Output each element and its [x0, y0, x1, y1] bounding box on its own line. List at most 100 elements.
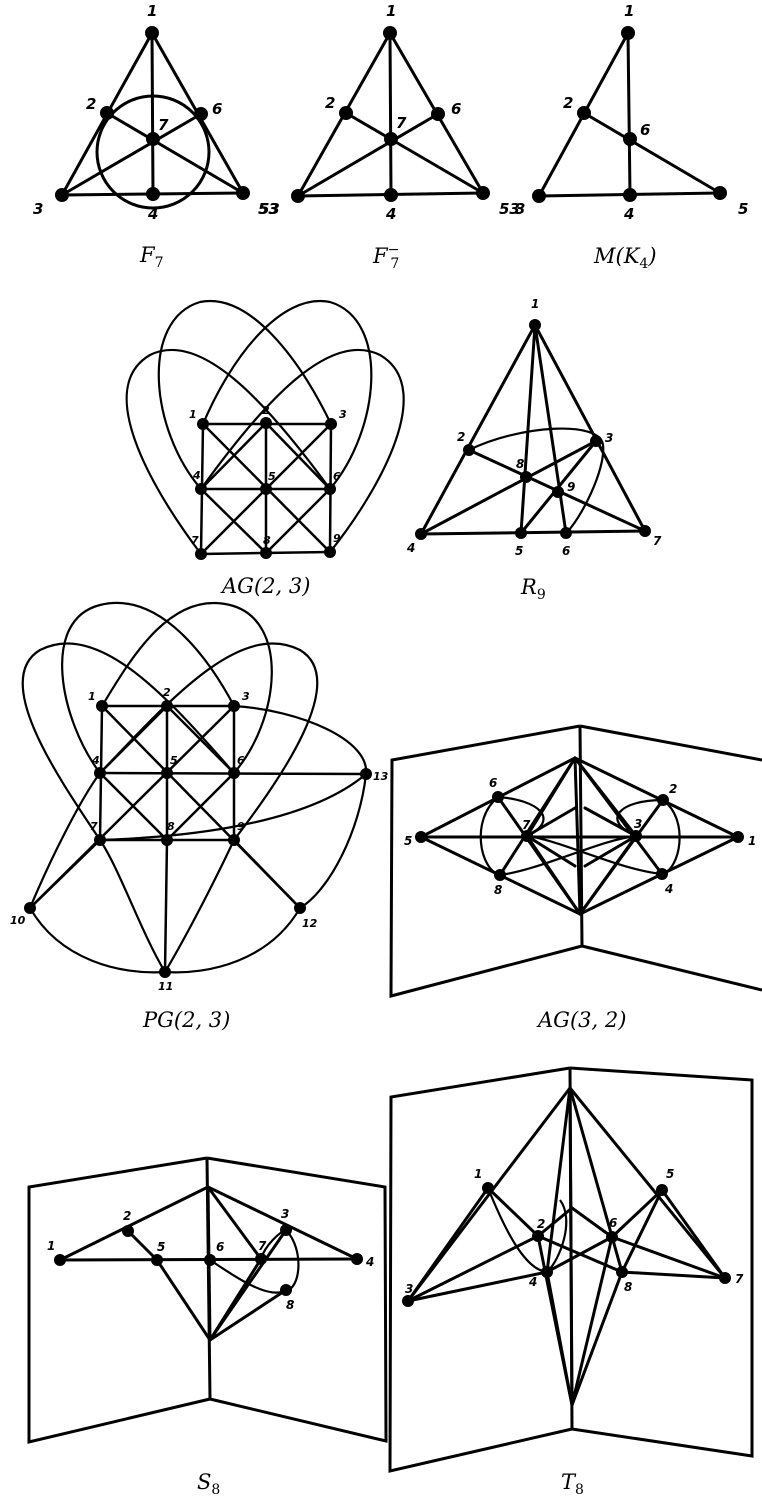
ag32-node-1	[732, 831, 744, 843]
r9-caption: R9	[520, 575, 546, 603]
figure-mk4: 1 2 53 4 5 6 M(K4)	[499, 2, 748, 272]
t8-node-7	[719, 1272, 731, 1284]
ag32-label-2: 2	[669, 782, 677, 796]
t8-label-3: 3	[405, 1282, 413, 1296]
s8-label-1: 1	[47, 1239, 55, 1253]
ag32-label-7: 7	[522, 818, 531, 832]
f7-label-5: 53	[258, 200, 279, 218]
ag23-node-7	[195, 548, 207, 560]
s8-node-5	[151, 1254, 163, 1266]
f7-label-7: 7	[158, 116, 169, 134]
f7-node-3	[55, 188, 69, 202]
pg23-label-13: 13	[373, 770, 389, 783]
ag32-node-5	[415, 831, 427, 843]
pg23-node-2	[161, 700, 173, 712]
pg23-label-4: 4	[91, 754, 100, 767]
figure-ag23: 1 2 3 4 5 6 7 8 9 AG(2, 3)	[125, 299, 405, 598]
mk4-label-2: 2	[563, 94, 573, 112]
pg23-label-12: 12	[302, 917, 318, 930]
t8-label-2: 2	[537, 1217, 545, 1231]
t8-caption: T8	[561, 1470, 584, 1498]
ag32-label-8: 8	[494, 883, 502, 897]
r9-node-7	[639, 525, 651, 537]
pg23-node-4	[94, 767, 106, 779]
t8-nodes	[402, 1182, 731, 1307]
mk4-node-6	[623, 132, 637, 146]
ag23-nodes	[195, 417, 337, 560]
f7m-node-3	[291, 189, 305, 203]
ag32-node-8	[494, 869, 506, 881]
f7m-label-2: 2	[325, 94, 335, 112]
f7m-label-7: 7	[396, 114, 407, 132]
mk4-nodes	[532, 26, 727, 203]
s8-label-4: 4	[365, 1255, 374, 1269]
s8-nodes	[54, 1224, 363, 1296]
f7m-node-7	[384, 132, 398, 146]
pg23-node-12	[294, 902, 306, 914]
t8-label-1: 1	[474, 1167, 482, 1181]
f7-node-4	[146, 187, 160, 201]
ag23-label-3: 3	[339, 408, 347, 421]
t8-node-2	[532, 1230, 544, 1242]
t8-label-7: 7	[735, 1272, 744, 1286]
r9-label-8: 8	[516, 457, 524, 471]
f7-minus-caption: F−7	[372, 242, 399, 272]
ag32-node-6	[492, 791, 504, 803]
mk4-label-6: 6	[640, 121, 650, 139]
r9-node-4	[415, 528, 427, 540]
pg23-label-7: 7	[90, 820, 98, 833]
ag23-label-9: 9	[333, 532, 341, 545]
r9-node-2	[463, 444, 475, 456]
r9-node-1	[529, 319, 541, 331]
pg23-node-9	[228, 834, 240, 846]
f7-node-6	[194, 107, 208, 121]
pg23-label-10: 10	[10, 914, 26, 927]
ag23-node-1	[197, 418, 209, 430]
r9-label-4: 4	[406, 541, 415, 555]
ag23-label-5: 5	[268, 470, 276, 483]
ag32-node-3	[630, 830, 642, 842]
t8-node-6	[606, 1231, 618, 1243]
ag32-node-4	[656, 868, 668, 880]
f7-label-3: 3	[33, 200, 43, 218]
s8-node-1	[54, 1254, 66, 1266]
mk4-label-5: 5	[738, 200, 748, 218]
t8-node-3	[402, 1295, 414, 1307]
t8-node-5	[656, 1184, 668, 1196]
s8-label-7: 7	[258, 1239, 267, 1253]
s8-node-4	[351, 1253, 363, 1265]
mk4-node-1	[621, 26, 635, 40]
figure-ag32: 1 2 3 4 5 6 7 8 AG(3, 2)	[389, 724, 762, 1032]
ag32-label-4: 4	[664, 882, 673, 896]
s8-node-6	[204, 1254, 216, 1266]
r9-node-8	[520, 471, 532, 483]
pg23-label-2: 2	[163, 686, 171, 699]
f7-caption: F7	[139, 243, 164, 271]
f7m-label-5: 3	[515, 200, 525, 218]
pg23-label-1: 1	[88, 690, 96, 703]
f7m-label-4: 4	[385, 205, 396, 223]
f7-node-1	[145, 26, 159, 40]
pg23-node-13	[360, 768, 372, 780]
mk4-caption: M(K4)	[593, 244, 657, 272]
ag32-node-2	[657, 794, 669, 806]
r9-node-3	[590, 435, 602, 447]
ag32-nodes	[415, 791, 744, 881]
f7-label-1: 1	[147, 2, 157, 20]
pg23-label-8: 8	[167, 820, 175, 833]
ag23-label-7: 7	[191, 534, 199, 547]
ag23-node-4	[195, 483, 207, 495]
mk4-label-53: 53	[499, 200, 520, 218]
f7-node-5	[236, 186, 250, 200]
t8-label-8: 8	[624, 1280, 632, 1294]
ag23-node-6	[324, 483, 336, 495]
ag32-label-6: 6	[489, 776, 497, 790]
t8-node-8	[616, 1266, 628, 1278]
s8-node-7	[255, 1253, 267, 1265]
t8-label-5: 5	[666, 1167, 674, 1181]
figure-t8: 1 2 3 4 5 6 7 8 T8	[388, 1066, 754, 1498]
ag23-node-5	[260, 483, 272, 495]
ag23-label-8: 8	[263, 534, 271, 547]
f7-node-7	[146, 132, 160, 146]
